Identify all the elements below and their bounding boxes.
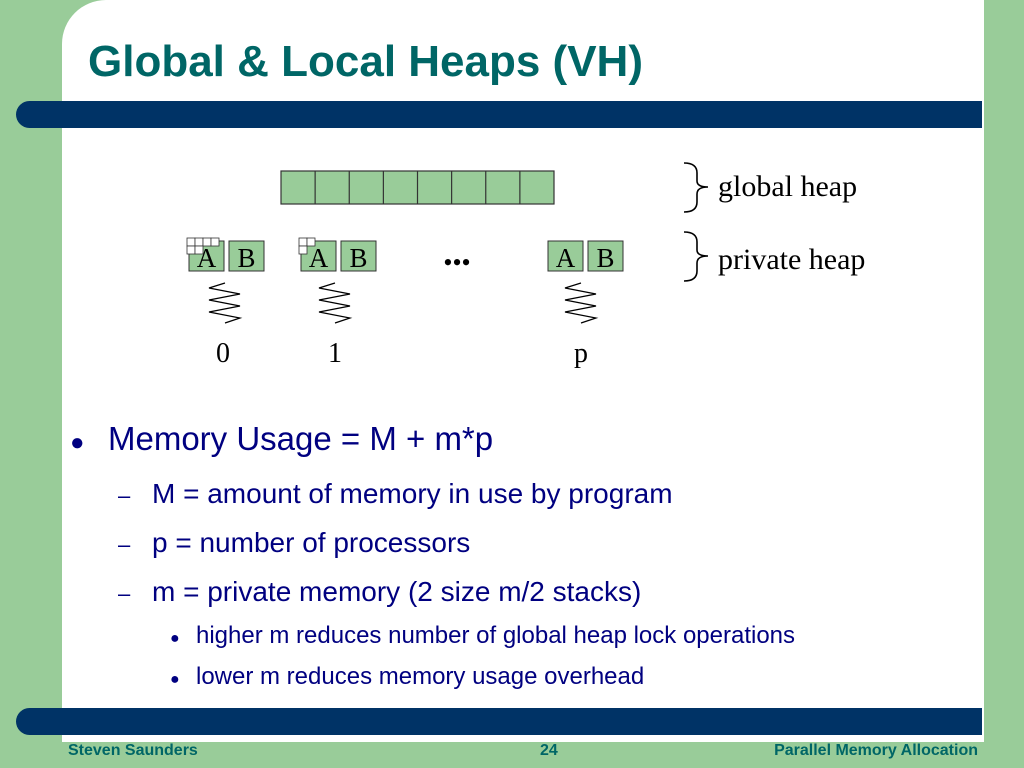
stack-a-label: A: [556, 243, 576, 273]
sub-bullet-text: p = number of processors: [152, 527, 471, 558]
processor-id: 0: [216, 338, 230, 369]
heap-diagram: global heap private heap A B 0 A B 1 •••…: [186, 162, 865, 369]
dash-icon: –: [118, 532, 131, 557]
global-heap-label: global heap: [718, 170, 857, 203]
sub-bullet-item: – m = private memory (2 size m/2 stacks): [118, 576, 641, 608]
bullet-dot-icon: ●: [170, 671, 180, 688]
sub-sub-bullet-item: ● lower m reduces memory usage overhead: [170, 663, 644, 691]
sub-bullet-text: M = amount of memory in use by program: [152, 478, 673, 509]
sub-bullet-text: m = private memory (2 size m/2 stacks): [152, 576, 642, 607]
stack-b-box: [587, 240, 624, 272]
dash-icon: –: [118, 581, 131, 606]
global-heap-array: [280, 170, 555, 205]
stack-b-box: [228, 240, 265, 272]
sub-sub-bullet-item: ● higher m reduces number of global heap…: [170, 622, 795, 650]
thread-squiggle: [318, 282, 353, 324]
processor-0: A B 0: [186, 237, 265, 369]
stack-b-label: B: [596, 243, 614, 273]
stack-b-box: [340, 240, 377, 272]
bullet-dot-icon: ●: [170, 630, 180, 647]
private-heap-label: private heap: [718, 243, 865, 276]
sub-sub-bullet-text: higher m reduces number of global heap l…: [196, 622, 796, 649]
footer-title: Parallel Memory Allocation: [774, 742, 978, 759]
footer-author: Steven Saunders: [68, 742, 198, 759]
thread-squiggle: [564, 282, 599, 324]
stack-a-label: A: [309, 243, 329, 273]
mini-block-grid: [298, 237, 316, 255]
global-heap-brace: [683, 162, 709, 213]
processor-1: A B 1: [298, 237, 377, 369]
footer-bar: [16, 708, 982, 735]
bullet-dot-icon: ●: [70, 429, 85, 456]
ellipsis: •••: [443, 248, 470, 277]
stack-b-label: B: [349, 243, 367, 273]
processor-id: p: [574, 338, 588, 369]
stack-a-box: [547, 240, 584, 272]
mini-block-grid: [186, 237, 220, 255]
private-heap-brace: [683, 231, 709, 282]
thread-squiggle: [208, 282, 243, 324]
bullet-item: ● Memory Usage = M + m*p: [70, 420, 493, 458]
header-bar: [16, 101, 982, 128]
bullet-text: Memory Usage = M + m*p: [108, 420, 494, 457]
dash-icon: –: [118, 483, 131, 508]
stack-b-label: B: [237, 243, 255, 273]
processor-p: A B p: [547, 240, 624, 369]
slide-title: Global & Local Heaps (VH): [88, 37, 643, 86]
processor-id: 1: [328, 338, 342, 369]
sub-bullet-item: – p = number of processors: [118, 527, 470, 559]
sub-sub-bullet-text: lower m reduces memory usage overhead: [196, 663, 645, 690]
sub-bullet-item: – M = amount of memory in use by program: [118, 478, 673, 510]
footer-page-number: 24: [540, 742, 558, 759]
